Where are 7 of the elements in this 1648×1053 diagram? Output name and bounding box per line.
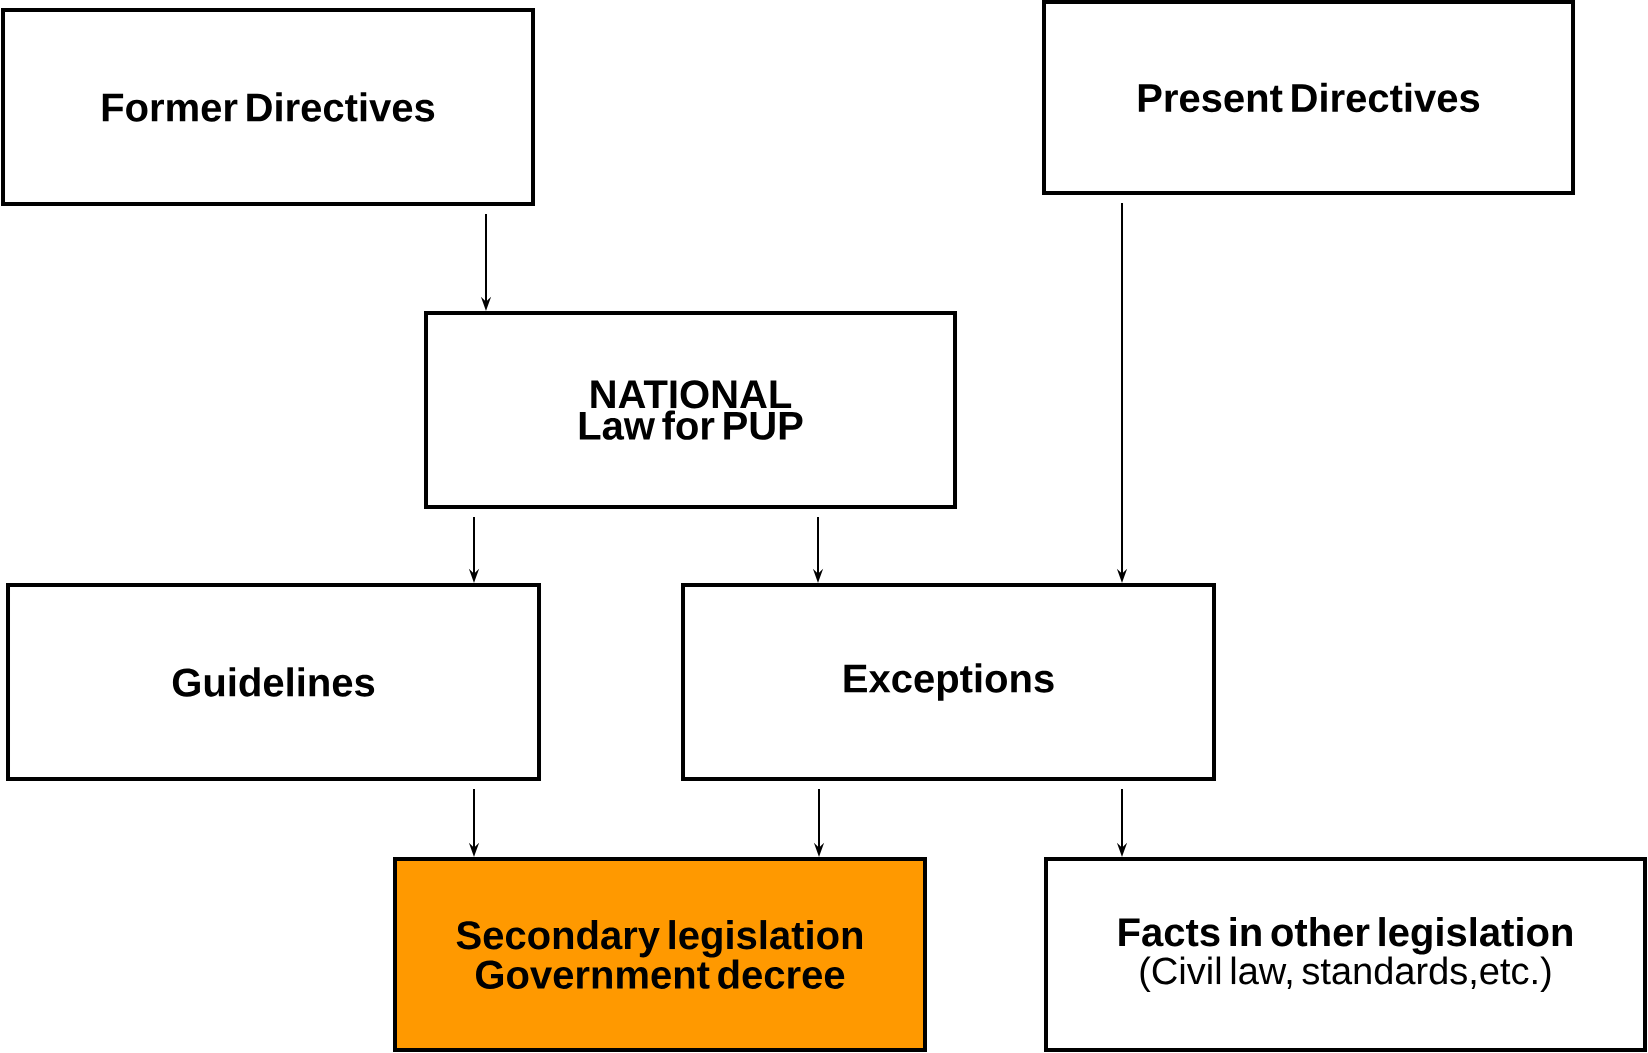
- process-box: Facts in other legislation (Civil law, standards,etc.): [1044, 857, 1647, 1052]
- process-box: NATIONAL Law for PUP: [424, 311, 957, 509]
- process-box: Exceptions: [681, 583, 1216, 781]
- process-box: Former Directives: [1, 8, 535, 206]
- process-box: Secondary legislation Government decree: [393, 857, 927, 1052]
- process-box: Guidelines: [6, 583, 541, 781]
- process-box: Present Directives: [1042, 0, 1575, 195]
